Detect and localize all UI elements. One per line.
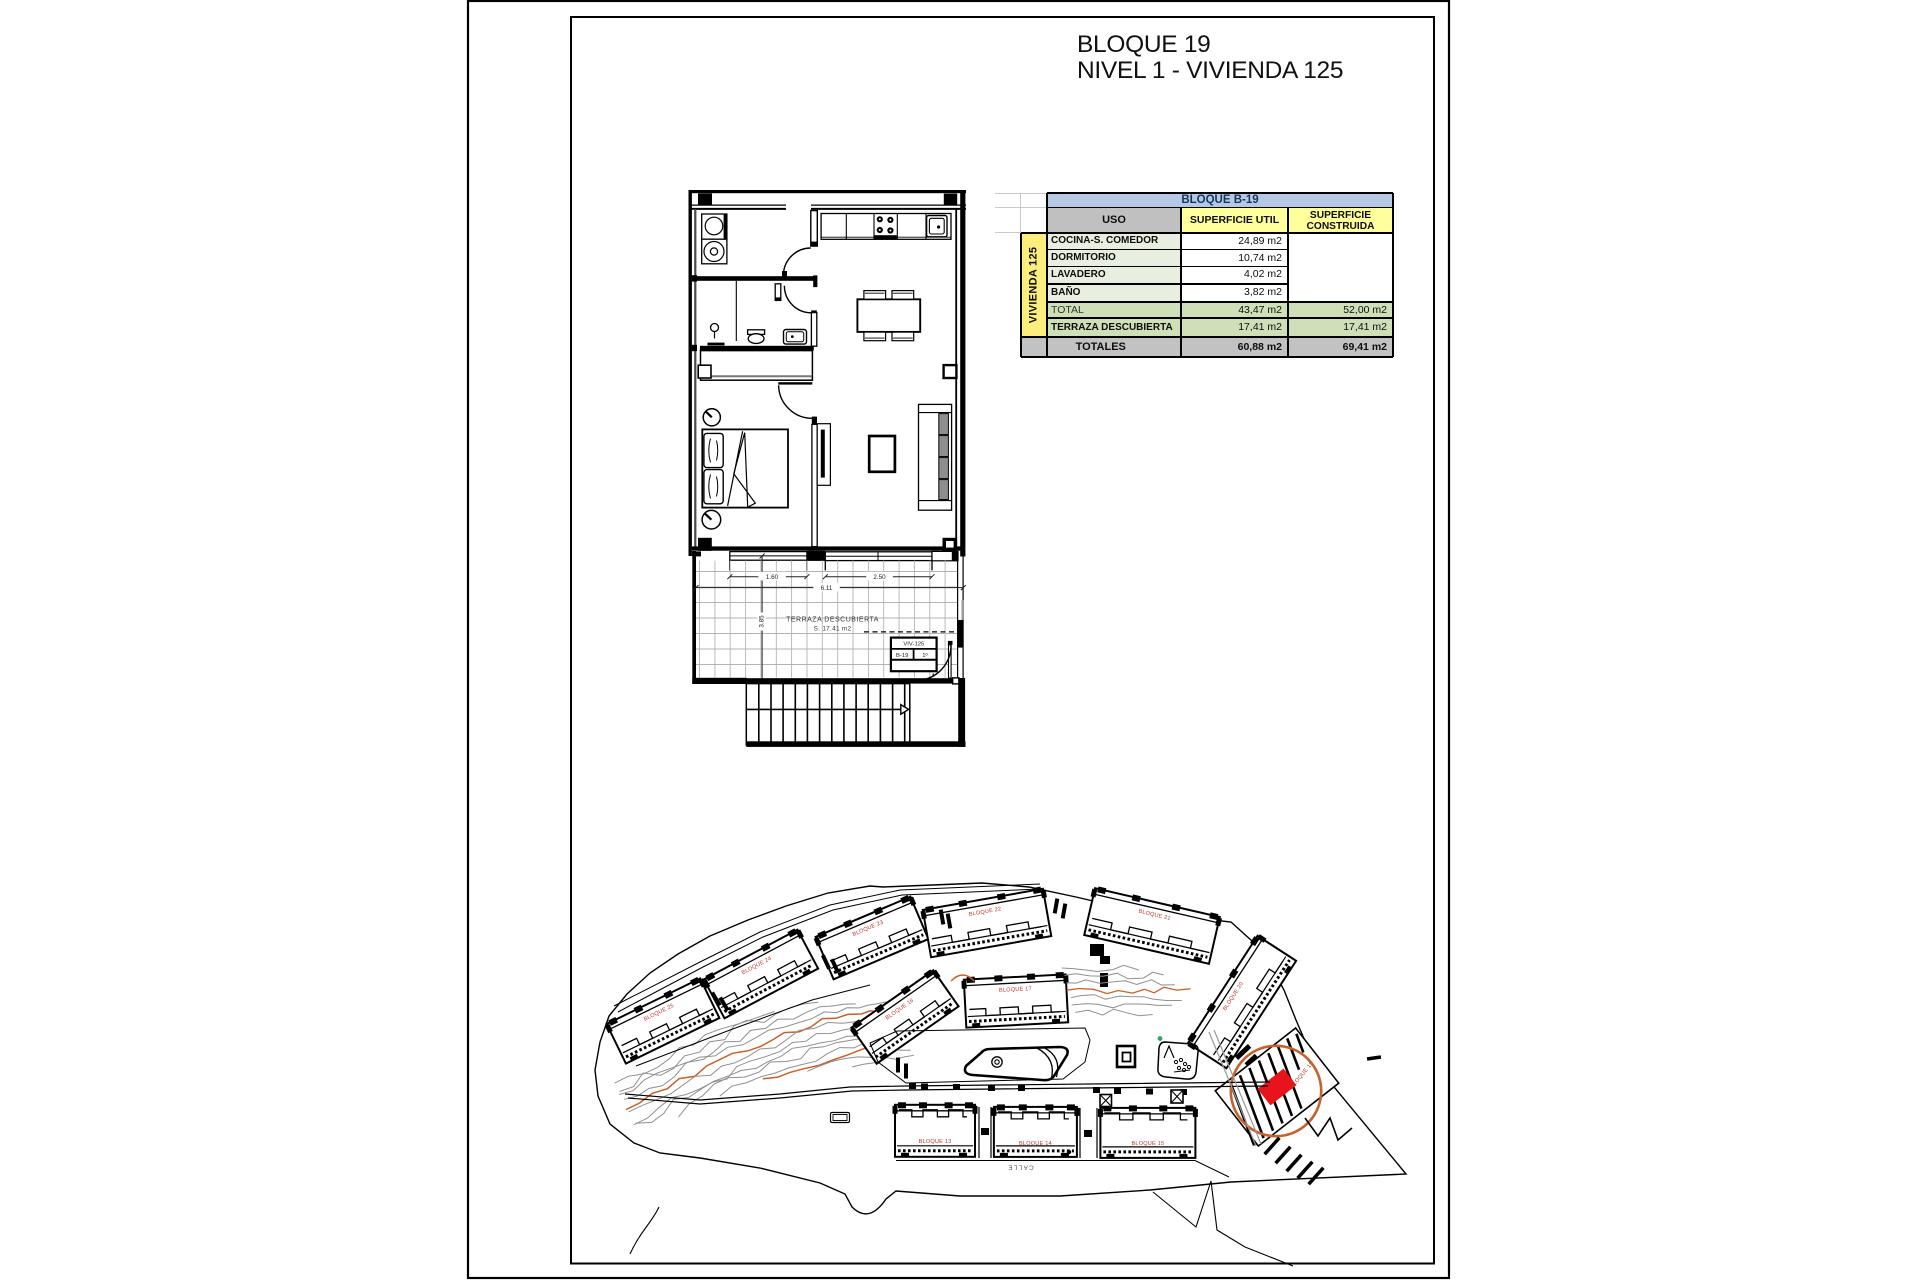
svg-text:BLOQUE 13: BLOQUE 13 bbox=[919, 1139, 952, 1145]
svg-text:VIV-125: VIV-125 bbox=[903, 641, 925, 647]
svg-text:1.60: 1.60 bbox=[766, 574, 779, 581]
svg-text:BLOQUE 22: BLOQUE 22 bbox=[968, 906, 1001, 918]
svg-text:TERRAZA DESCUBIERTA: TERRAZA DESCUBIERTA bbox=[786, 616, 879, 623]
svg-text:B-19: B-19 bbox=[896, 653, 908, 659]
svg-text:BLOQUE 17: BLOQUE 17 bbox=[999, 986, 1032, 994]
svg-text:S. 17.41 m2: S. 17.41 m2 bbox=[814, 625, 852, 632]
svg-text:3.85: 3.85 bbox=[759, 615, 766, 628]
svg-text:C A L L E: C A L L E bbox=[1008, 1164, 1033, 1171]
svg-text:2.50: 2.50 bbox=[873, 574, 886, 581]
svg-text:BLOQUE 15: BLOQUE 15 bbox=[1131, 1141, 1164, 1147]
svg-text:BLOQUE 14: BLOQUE 14 bbox=[1019, 1141, 1052, 1147]
svg-text:1º: 1º bbox=[922, 652, 928, 659]
svg-text:6.11: 6.11 bbox=[821, 585, 833, 592]
